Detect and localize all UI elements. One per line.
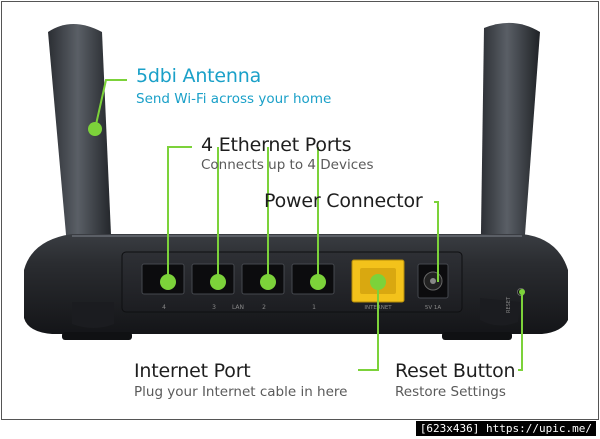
lan-dot-1 — [310, 274, 326, 290]
callout-lines — [94, 79, 523, 371]
port-label-1: 1 — [312, 304, 316, 311]
antenna-dot — [88, 122, 102, 136]
product-image-frame: 4 3 LAN 2 1 INTERNET 5V 1A RESET 5dbi An… — [1, 1, 599, 420]
reset-subtitle: Restore Settings — [395, 384, 506, 400]
antenna-subtitle: Send Wi-Fi across your home — [136, 91, 332, 107]
reset-dot — [519, 289, 525, 295]
reset-title: Reset Button — [395, 360, 516, 382]
port-label-3: 3 — [212, 304, 216, 311]
internet-title: Internet Port — [134, 360, 251, 382]
port-label-2: 2 — [262, 304, 266, 311]
lan-dot-4 — [160, 274, 176, 290]
ethernet-subtitle: Connects up to 4 Devices — [201, 157, 374, 173]
lan-dot-3 — [210, 274, 226, 290]
ethernet-title: 4 Ethernet Ports — [201, 134, 352, 156]
internet-subtitle: Plug your Internet cable in here — [134, 384, 348, 400]
internet-dot — [370, 274, 386, 290]
router-illustration: 4 3 LAN 2 1 INTERNET 5V 1A RESET — [24, 22, 568, 371]
port-label-power: 5V 1A — [425, 305, 442, 311]
port-label-lan: LAN — [232, 304, 244, 311]
antenna-title: 5dbi Antenna — [136, 65, 262, 87]
power-title: Power Connector — [264, 190, 423, 212]
port-label-4: 4 — [162, 304, 166, 311]
image-host-watermark: [623x436] https://upic.me/ — [415, 421, 596, 436]
callout-dots — [88, 122, 525, 295]
lan-dot-2 — [260, 274, 276, 290]
port-label-reset: RESET — [506, 296, 512, 313]
